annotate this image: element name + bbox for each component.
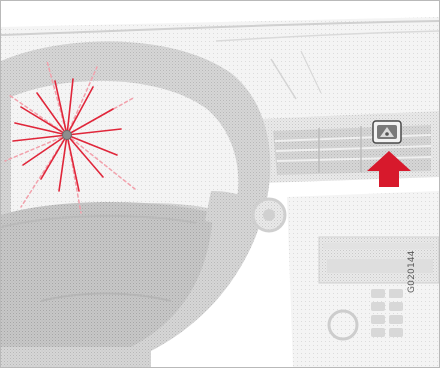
figure-code: G020144 bbox=[405, 253, 419, 293]
steering-wheel bbox=[1, 41, 270, 367]
air-vent bbox=[259, 111, 439, 183]
dashboard-button-icon bbox=[373, 121, 401, 143]
ignition-ring bbox=[253, 199, 285, 231]
